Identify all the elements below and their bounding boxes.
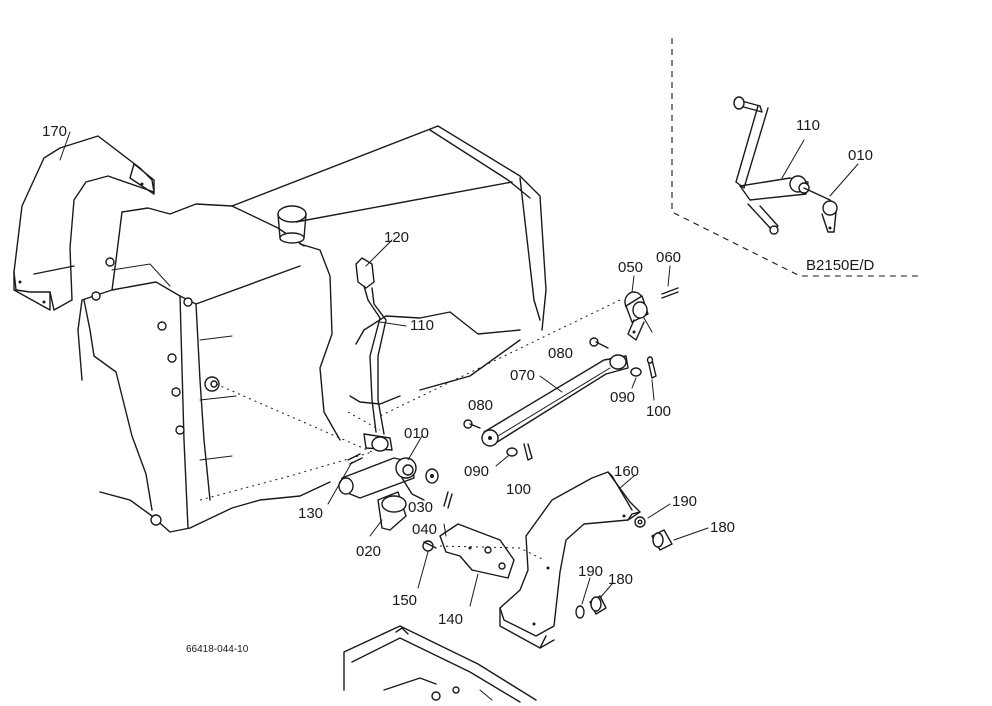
callout-100-b: 100 (646, 403, 671, 420)
washer-190-lower: 190 (575, 563, 603, 619)
flange-bolts (91, 257, 220, 526)
pin-080-upper: 080 (548, 337, 609, 362)
callout-130: 130 (298, 505, 323, 522)
callout-010-main: 010 (404, 425, 429, 442)
callout-090-a: 090 (464, 463, 489, 480)
bolt-180-lower: 180 (589, 571, 633, 615)
callout-160: 160 (614, 463, 639, 480)
callout-080-a: 080 (468, 397, 493, 414)
callout-090-b: 090 (610, 389, 635, 406)
transmission-housing (77, 125, 547, 533)
callout-190-a: 190 (672, 493, 697, 510)
callout-180-a: 180 (710, 519, 735, 536)
callout-150: 150 (392, 592, 417, 609)
callout-060: 060 (656, 249, 681, 266)
callout-180-b: 180 (608, 571, 633, 588)
bushing-020: 020 (356, 491, 407, 560)
callout-040: 040 (412, 521, 437, 538)
floor-plate (343, 625, 537, 703)
callout-100-a: 100 (506, 481, 531, 498)
inset-border (671, 38, 918, 277)
lever-arm-010: 010 (338, 425, 439, 501)
callout-110-inset: 110 (796, 117, 820, 134)
callout-050: 050 (618, 259, 643, 276)
bracket-140: 040 150 140 (392, 521, 545, 628)
washer-190-upper: 190 (634, 493, 697, 528)
callout-080-b: 080 (548, 345, 573, 362)
left-cover-170: 170 (13, 123, 155, 311)
callout-190-b: 190 (578, 563, 603, 580)
callout-140: 140 (438, 611, 463, 628)
pin-060: 060 (656, 249, 681, 299)
arm-050: 050 (618, 259, 653, 341)
washer-090-upper: 090 (610, 367, 642, 406)
callout-070: 070 (510, 367, 535, 384)
callout-120: 120 (384, 229, 409, 246)
link-rod-070: 070 (199, 299, 629, 501)
pin-130: 130 (298, 453, 363, 522)
inset-model-label: B2150E/D (806, 257, 875, 274)
inset-lever-part (733, 96, 838, 235)
right-cover-160: 160 (499, 463, 641, 649)
callout-170: 170 (42, 123, 67, 140)
washer-090-lower: 090 (464, 447, 518, 480)
cotter-100-upper: 100 (646, 356, 671, 420)
callout-110-main: 110 (410, 317, 434, 334)
cotter-100-lower: 100 (506, 443, 533, 498)
bolt-180-upper: 180 (651, 519, 735, 551)
shift-lever-110: 120 110 (355, 229, 434, 452)
callout-010-inset: 010 (848, 147, 873, 164)
inset-detail: 110 010 B2150E/D (671, 38, 918, 277)
pin-030: 030 (408, 491, 453, 516)
figure-reference: 66418-044-10 (186, 644, 249, 655)
callout-030: 030 (408, 499, 433, 516)
callout-020: 020 (356, 543, 381, 560)
pin-080-lower: 080 (463, 397, 493, 429)
